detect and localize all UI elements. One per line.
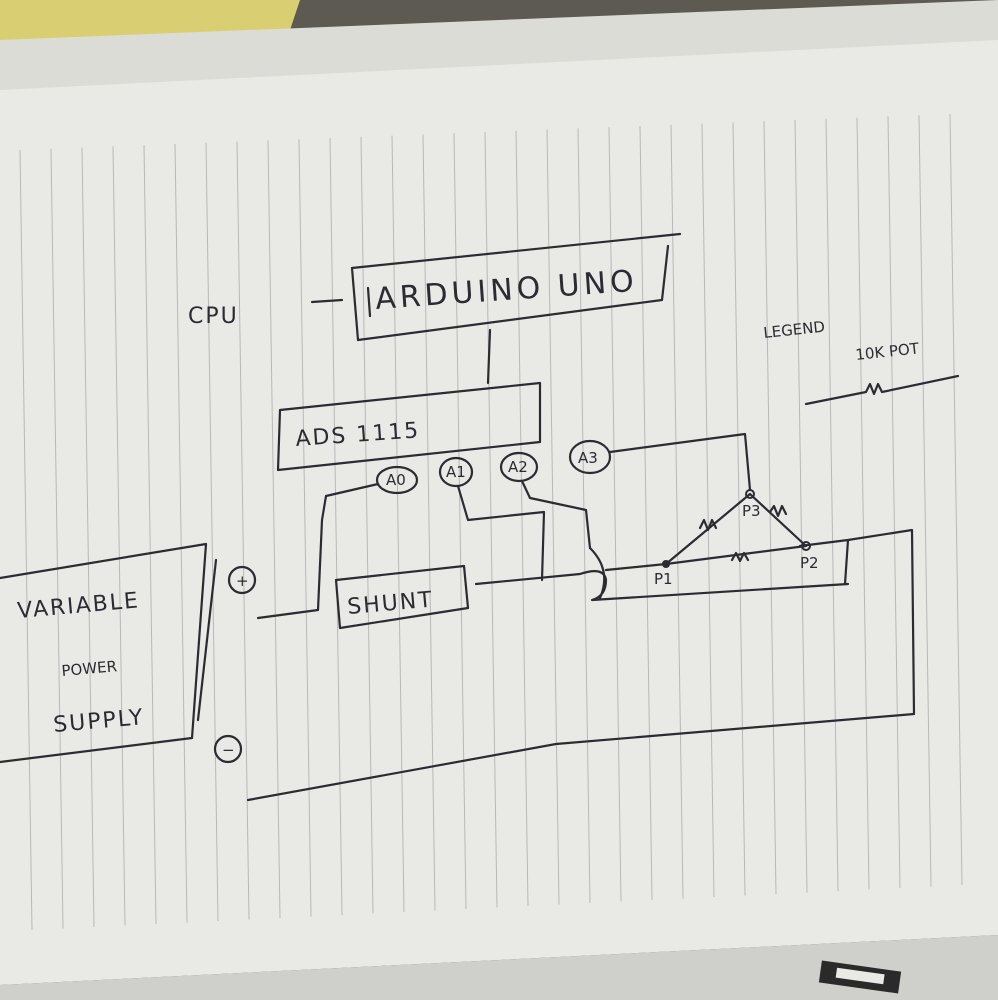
ruled-line <box>608 127 622 902</box>
power-supply-edge <box>196 558 218 722</box>
ruled-line <box>236 141 250 920</box>
cpu-label: CPU <box>188 304 239 329</box>
notebook-page <box>0 40 998 985</box>
ruled-line <box>515 130 529 907</box>
binder-clip-gap <box>835 967 885 985</box>
legend-pot-symbol <box>804 374 960 406</box>
a0-wire <box>256 482 380 620</box>
ruled-line <box>887 116 901 889</box>
ruled-line <box>484 131 498 908</box>
ruled-line <box>453 133 467 910</box>
cpu-dash <box>310 298 344 304</box>
ruled-lines <box>19 113 963 931</box>
node-p2-dot <box>801 541 811 551</box>
negative-terminal-circle <box>213 734 243 764</box>
ruled-line <box>298 139 312 917</box>
ruled-line <box>422 134 436 911</box>
ruled-line <box>701 123 715 898</box>
ruled-line <box>112 146 126 926</box>
pot-symbol-right <box>768 504 788 518</box>
pot-symbol-left <box>698 518 718 532</box>
negative-terminal-label: − <box>222 741 235 759</box>
arduino-box <box>350 232 682 342</box>
crossover-bump <box>588 546 606 600</box>
pin-a1-circle <box>438 456 474 488</box>
ruled-line <box>81 147 95 928</box>
ads1115-box <box>276 381 542 472</box>
node-p1-label: P1 <box>654 570 673 588</box>
ruled-line <box>205 142 219 922</box>
pot-symbol-bottom <box>730 551 750 563</box>
ruled-line <box>329 137 343 916</box>
ruled-line <box>825 118 839 892</box>
ruled-line <box>918 115 932 887</box>
ruled-line <box>143 145 157 925</box>
positive-terminal-label: + <box>236 572 249 590</box>
a2-wire <box>520 479 592 550</box>
pin-a3-label: A3 <box>578 449 598 467</box>
node-p2-label: P2 <box>800 554 819 572</box>
power-supply-line2: POWER <box>61 657 118 680</box>
a1-wire <box>456 484 546 582</box>
ruled-line <box>639 125 653 901</box>
shunt-box <box>334 564 470 630</box>
ruled-line <box>546 129 560 905</box>
positive-terminal-circle <box>227 565 257 595</box>
return-wire <box>246 528 916 802</box>
node-p3-dot <box>745 489 755 499</box>
node-p1-dot <box>662 560 670 568</box>
ruled-line <box>267 140 281 919</box>
power-supply-box <box>0 542 208 764</box>
ruled-line <box>19 149 33 931</box>
ruled-line <box>856 117 870 890</box>
pin-a0-label: A0 <box>386 471 406 489</box>
pin-a3-circle <box>568 439 612 475</box>
i2c-wire <box>486 328 492 385</box>
node-p3-label: P3 <box>742 502 761 520</box>
pin-a0-circle <box>375 465 419 495</box>
ruled-line <box>949 113 963 886</box>
ruled-line <box>50 148 64 929</box>
ruled-line <box>174 143 188 923</box>
top-paper-edge <box>0 0 998 95</box>
pin-a1-label: A1 <box>446 463 466 481</box>
a3-wire <box>608 432 752 492</box>
ruled-line <box>763 121 777 895</box>
ruled-line <box>794 119 808 893</box>
ruled-line <box>670 124 684 899</box>
ruled-line <box>732 122 746 896</box>
pin-a2-label: A2 <box>508 458 528 476</box>
ruled-line <box>391 135 405 913</box>
ruled-line <box>577 128 591 904</box>
page-bottom-edge <box>0 935 998 1000</box>
pin-a2-circle <box>499 451 539 483</box>
supply-wire <box>474 562 850 602</box>
